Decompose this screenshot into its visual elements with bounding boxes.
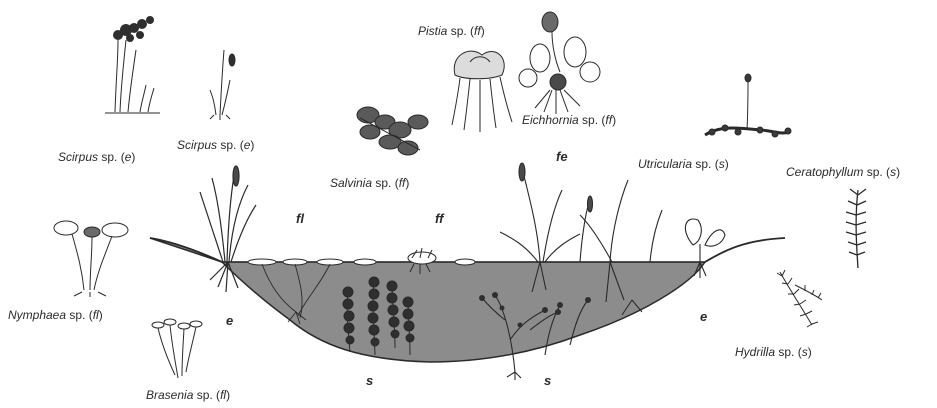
label-ceratophyllum: Ceratophyllum sp. (s) — [786, 165, 900, 179]
nymphaea-illustration — [54, 221, 128, 297]
hydrilla-illustration — [777, 270, 822, 327]
pistia-illustration — [452, 51, 512, 132]
brasenia-illustration — [152, 319, 202, 378]
label-hydrilla: Hydrilla sp. (s) — [735, 345, 812, 359]
eichhornia-illustration — [519, 12, 600, 114]
label-pistia: Pistia sp. (ff) — [418, 24, 485, 38]
label-scirpus-2: Scirpus sp. (e) — [177, 138, 254, 152]
label-eichhornia: Eichhornia sp. (ff) — [522, 113, 616, 127]
label-salvinia: Salvinia sp. (ff) — [330, 176, 409, 190]
zone-label-ff: ff — [435, 212, 443, 226]
zone-label-s-left: s — [366, 374, 373, 388]
utricularia-illustration — [705, 74, 791, 137]
zone-label-e-right: e — [700, 310, 707, 324]
label-scirpus-1: Scirpus sp. (e) — [58, 150, 135, 164]
zone-label-fl: fl — [296, 212, 304, 226]
label-nymphaea: Nymphaea sp. (fl) — [8, 308, 103, 322]
zone-label-e-left: e — [226, 314, 233, 328]
scirpus-illustration-2 — [210, 50, 235, 120]
zone-label-fe: fe — [556, 150, 568, 164]
ceratophyllum-illustration — [846, 189, 866, 268]
label-brasenia: Brasenia sp. (fl) — [146, 388, 230, 402]
salvinia-illustration — [357, 107, 428, 155]
label-utricularia: Utricularia sp. (s) — [638, 157, 729, 171]
zone-label-s-right: s — [544, 374, 551, 388]
scirpus-illustration-1 — [105, 16, 160, 113]
